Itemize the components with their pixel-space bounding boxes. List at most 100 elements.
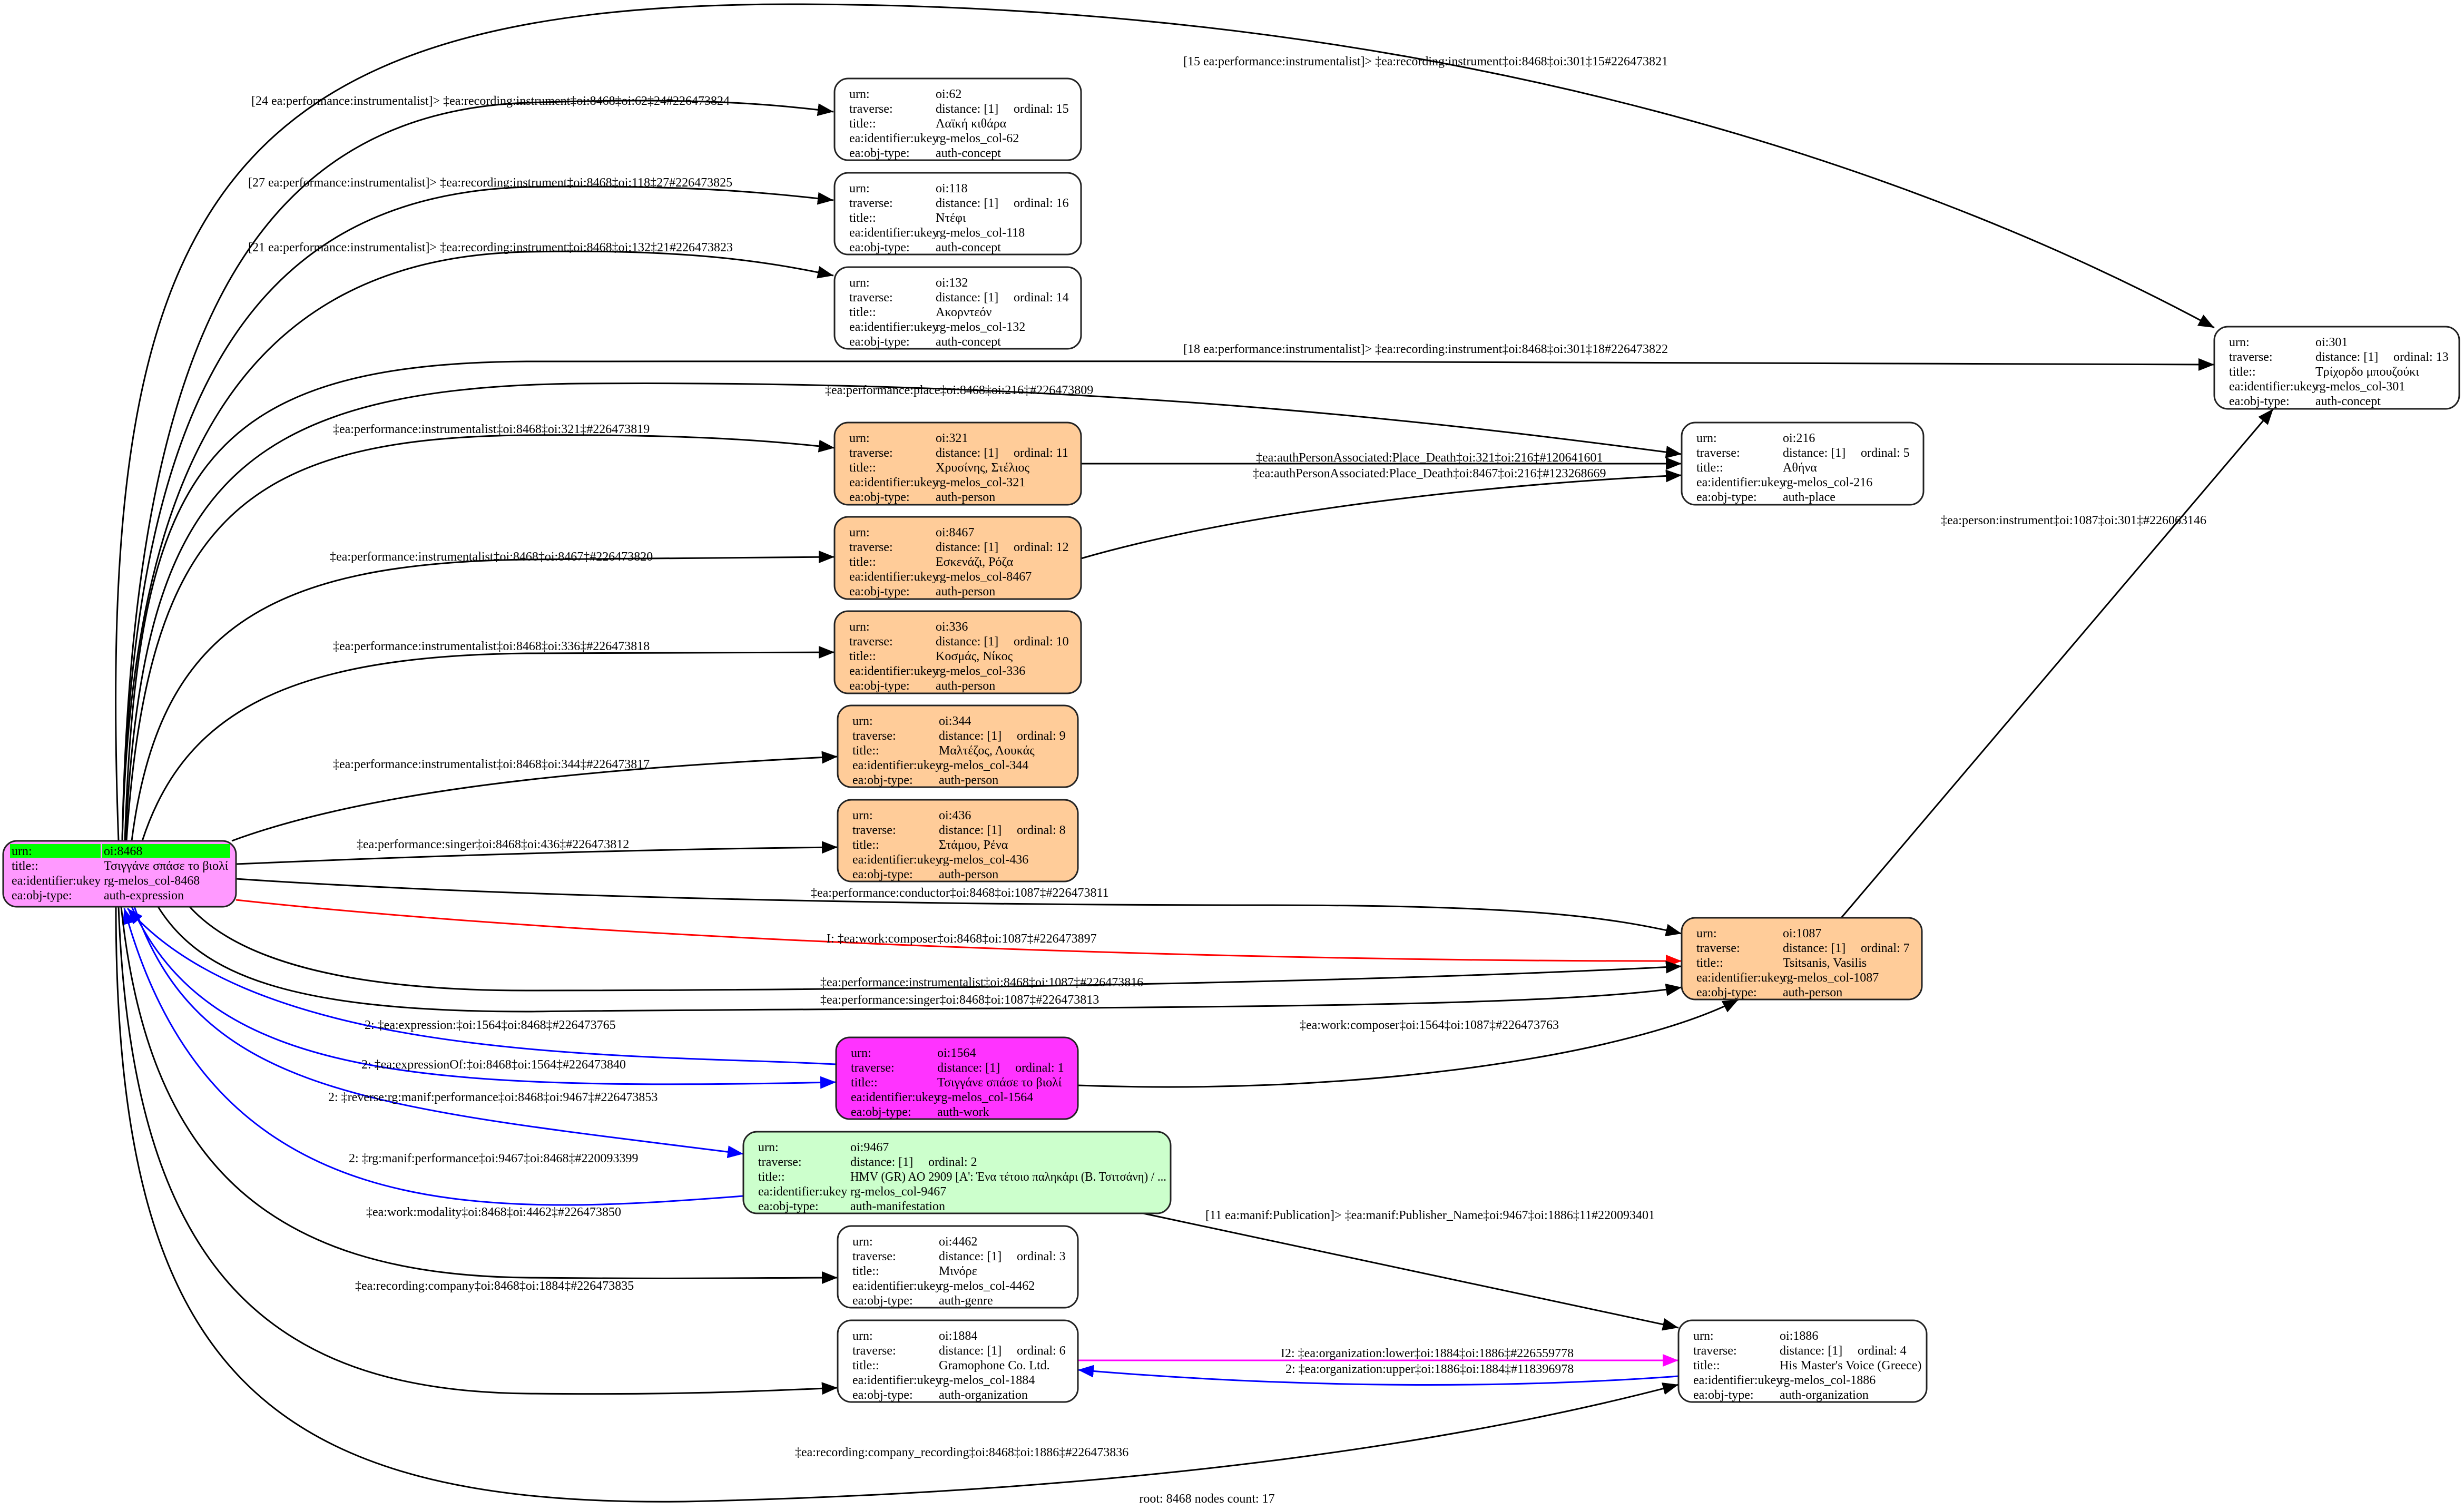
field-label: urn: [852, 714, 873, 728]
edge-label: ‡ea:recording:company‡oi:8468‡oi:1884‡#2… [355, 1279, 634, 1293]
field-value-ukey: rg-melos_col-1886 [1780, 1374, 1876, 1387]
edge-line [235, 878, 1682, 937]
field-label: title:: [852, 744, 879, 758]
edge: ‡ea:performance:singer‡oi:8468‡oi:436‡#2… [235, 838, 838, 865]
edge-line [121, 100, 834, 841]
field-label: urn: [12, 845, 32, 858]
field-value-obj-type: auth-person [936, 679, 995, 693]
node-box [742, 1131, 1172, 1214]
field-label: traverse: [1696, 446, 1740, 460]
field-label: urn: [851, 1046, 871, 1060]
field-value-ukey: rg-melos_col-301 [2315, 380, 2405, 394]
field-label: ea:obj-type: [758, 1200, 819, 1213]
field-label: traverse: [1696, 942, 1740, 955]
field-label: traverse: [849, 291, 893, 305]
node-box [1681, 917, 1923, 1001]
field-value-title: Τσιγγάνε σπάσε το βιολί [937, 1076, 1062, 1090]
field-label: urn: [852, 1235, 873, 1249]
field-label: traverse: [852, 1250, 896, 1263]
traverse-distance: distance: [1] [1783, 942, 1845, 955]
traverse-distance: distance: [1] [936, 541, 998, 554]
edge: 2: ‡ea:expressionOf:‡oi:8468‡oi:1564‡#22… [131, 906, 837, 1089]
field-label: ea:identifier:ukey [849, 320, 938, 334]
field-value-title: Ντέφι [936, 211, 966, 225]
node-box [1681, 421, 1925, 506]
field-label: ea:obj-type: [852, 773, 913, 787]
edges-layer: [24 ea:performance:instrumentalist]> ‡ea… [115, 3, 2274, 1503]
field-value-urn: oi:132 [936, 276, 968, 290]
edge-line [141, 646, 835, 841]
field-label: ea:obj-type: [2229, 395, 2290, 408]
field-label: ea:identifier:ukey [1696, 971, 1785, 985]
traverse-ordinal: ordinal: 2 [928, 1155, 977, 1169]
node-box [833, 266, 1082, 350]
edge-label: 2: ‡reverse:rg:manif:performance‡oi:8468… [328, 1091, 657, 1104]
traverse-ordinal: ordinal: 16 [1014, 197, 1069, 210]
field-label: title:: [849, 211, 876, 225]
field-label: urn: [852, 1329, 873, 1343]
traverse-distance: distance: [1] [1783, 446, 1845, 460]
edge-line [1077, 1365, 1679, 1386]
field-label: ea:obj-type: [852, 868, 913, 881]
edge-label: ‡ea:performance:instrumentalist‡oi:8468‡… [330, 550, 653, 564]
edge: [11 ea:manif:Publication]> ‡ea:manif:Pub… [1143, 1209, 1679, 1331]
field-value-ukey: rg-melos_col-336 [936, 664, 1025, 678]
edge-line [133, 906, 744, 1159]
field-label: ea:obj-type: [849, 585, 910, 599]
node-box [833, 516, 1082, 600]
edge-label: ‡ea:authPersonAssociated:Place_Death‡oi:… [1256, 451, 1603, 465]
field-value-ukey: rg-melos_col-62 [936, 132, 1019, 145]
field-label: traverse: [852, 823, 896, 837]
field-label: traverse: [852, 729, 896, 743]
field-value-obj-type: auth-manifestation [850, 1200, 945, 1213]
field-value-title: Λαϊκή κιθάρα [936, 117, 1007, 131]
traverse-distance: distance: [1] [936, 291, 998, 305]
field-label: traverse: [849, 541, 893, 554]
traverse-ordinal: ordinal: 10 [1014, 635, 1069, 649]
field-value-obj-type: auth-concept [936, 146, 1001, 160]
field-label: traverse: [849, 635, 893, 649]
field-label: ea:identifier:ukey [1693, 1374, 1782, 1387]
field-label: ea:identifier:ukey [1696, 476, 1785, 489]
traverse-distance: distance: [1] [850, 1155, 913, 1169]
field-label: ea:identifier:ukey [758, 1185, 847, 1199]
field-value-title: His Master's Voice (Greece) [1780, 1359, 1921, 1372]
field-value-urn: oi:8468 [104, 845, 142, 858]
field-value-title: Μινόρε [939, 1264, 977, 1278]
field-label: ea:obj-type: [849, 335, 910, 349]
edge-line [1081, 469, 1682, 560]
field-value-urn: oi:1884 [939, 1329, 977, 1343]
edge: ‡ea:performance:instrumentalist‡oi:8468‡… [125, 423, 835, 841]
edge-label: 2: ‡ea:expressionOf:‡oi:8468‡oi:1564‡#22… [361, 1058, 626, 1072]
field-label: ea:obj-type: [1693, 1388, 1754, 1402]
field-label: ea:identifier:ukey [2229, 380, 2318, 394]
field-value-title: Tsitsanis, Vasilis [1783, 956, 1867, 970]
traverse-distance: distance: [1] [2315, 350, 2378, 364]
edge-line [115, 906, 1679, 1503]
field-label: ea:identifier:ukey [852, 1279, 941, 1293]
traverse-ordinal: ordinal: 8 [1017, 823, 1066, 837]
field-label: ea:obj-type: [1696, 986, 1757, 999]
field-value-ukey: rg-melos_col-344 [939, 759, 1028, 772]
edge-line [115, 3, 2215, 841]
field-value-obj-type: auth-organization [939, 1388, 1028, 1402]
edge-label: ‡ea:performance:place‡oi:8468‡oi:216‡#22… [825, 384, 1093, 397]
